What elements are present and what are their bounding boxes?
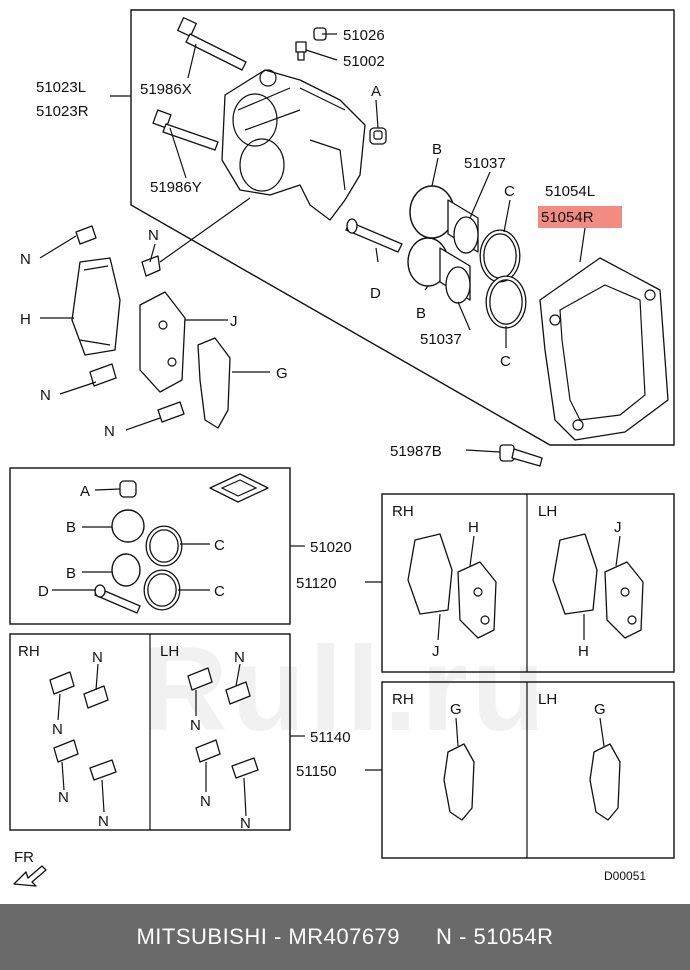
diagram-code: D00051 bbox=[604, 869, 646, 883]
clips-n bbox=[75, 225, 185, 423]
bleeder-screw-51002 bbox=[295, 41, 307, 61]
piston-seal-set bbox=[407, 185, 527, 329]
main-frame bbox=[130, 9, 675, 446]
label-b-kit-2: B bbox=[66, 565, 76, 582]
box-51150 bbox=[381, 681, 675, 859]
label-d-top: D bbox=[370, 285, 381, 302]
label-rh-51120: RH bbox=[392, 503, 414, 520]
cap-a bbox=[369, 127, 387, 145]
label-51026: 51026 bbox=[343, 27, 385, 44]
label-a-top: A bbox=[371, 83, 381, 100]
bolt-51986x bbox=[177, 17, 247, 71]
label-b-bottom: B bbox=[416, 305, 426, 322]
label-lh-51120: LH bbox=[538, 503, 557, 520]
highlight-51054r bbox=[538, 206, 622, 228]
label-51037-top: 51037 bbox=[464, 155, 506, 172]
label-fr: FR bbox=[14, 849, 34, 866]
footer-ref: N - 51054R bbox=[436, 924, 554, 949]
label-a-kit: A bbox=[80, 483, 90, 500]
pad-j bbox=[139, 291, 186, 393]
label-51987b: 51987B bbox=[390, 443, 442, 460]
label-lh-51150: LH bbox=[538, 691, 557, 708]
label-c-kit-1: C bbox=[214, 537, 225, 554]
box-51120 bbox=[381, 493, 675, 673]
label-b-top: B bbox=[432, 141, 442, 158]
footer-brand-part: MITSUBISHI - MR407679 bbox=[136, 924, 401, 949]
label-h-lh: H bbox=[578, 643, 589, 660]
label-51150: 51150 bbox=[296, 763, 337, 780]
label-rh-51150: RH bbox=[392, 691, 414, 708]
label-g: G bbox=[276, 365, 288, 382]
pad-h bbox=[71, 257, 121, 356]
label-j-lh: J bbox=[614, 519, 622, 536]
label-n-k8: N bbox=[240, 815, 251, 832]
label-n-k2: N bbox=[52, 721, 63, 738]
label-51037-bottom: 51037 bbox=[420, 331, 462, 348]
label-n-3: N bbox=[40, 387, 51, 404]
front-arrow-icon bbox=[13, 865, 47, 887]
label-51054r: 51054R bbox=[541, 209, 594, 226]
caliper-support-51054 bbox=[539, 257, 669, 441]
label-n-4: N bbox=[104, 423, 115, 440]
label-n-2: N bbox=[148, 227, 159, 244]
label-51023r: 51023R bbox=[36, 103, 89, 120]
label-n-1: N bbox=[20, 251, 31, 268]
label-n-k4: N bbox=[98, 813, 109, 830]
label-c-kit-2: C bbox=[214, 583, 225, 600]
label-n-k1: N bbox=[92, 649, 103, 666]
label-rh-51140: RH bbox=[18, 643, 40, 660]
label-51986x: 51986X bbox=[140, 81, 192, 98]
label-lh-51140: LH bbox=[160, 643, 179, 660]
label-n-k6: N bbox=[190, 717, 201, 734]
label-g-rh: G bbox=[450, 701, 462, 718]
label-51020: 51020 bbox=[310, 539, 352, 556]
pads-51120 bbox=[365, 533, 644, 641]
caliper-body bbox=[221, 69, 366, 221]
shims-51150 bbox=[365, 717, 621, 821]
bolt-51987b bbox=[499, 444, 543, 467]
label-51120: 51120 bbox=[296, 575, 337, 592]
label-g-lh: G bbox=[594, 701, 606, 718]
leader-lines bbox=[39, 33, 586, 453]
clips-51140 bbox=[49, 663, 305, 817]
label-n-k7: N bbox=[200, 793, 211, 810]
label-51140: 51140 bbox=[310, 729, 351, 746]
label-h: H bbox=[20, 311, 31, 328]
kit-51020-parts bbox=[52, 473, 305, 614]
label-n-k5: N bbox=[234, 649, 245, 666]
label-j: J bbox=[230, 313, 238, 330]
label-b-kit-1: B bbox=[66, 519, 76, 536]
label-d-kit: D bbox=[38, 583, 49, 600]
label-n-k3: N bbox=[58, 789, 69, 806]
label-51002: 51002 bbox=[343, 53, 385, 70]
guide-pin-d bbox=[345, 218, 403, 253]
footer-bar: MITSUBISHI - MR407679 N - 51054R bbox=[0, 904, 690, 970]
label-c-top: C bbox=[504, 183, 515, 200]
label-51054l: 51054L bbox=[545, 183, 595, 200]
label-51023l: 51023L bbox=[36, 79, 86, 96]
bolt-51986y bbox=[152, 109, 219, 151]
shim-g bbox=[197, 337, 231, 429]
label-j-rh: J bbox=[432, 643, 440, 660]
label-c-bottom: C bbox=[500, 353, 511, 370]
label-h-rh: H bbox=[468, 519, 479, 536]
label-51986y: 51986Y bbox=[150, 179, 202, 196]
